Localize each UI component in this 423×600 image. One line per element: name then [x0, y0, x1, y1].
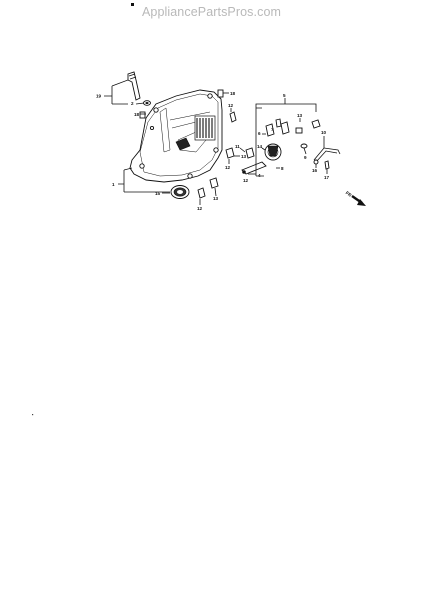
callout-13-bottom: 13 — [213, 196, 219, 201]
scan-mark — [131, 3, 134, 6]
flange-bolts — [197, 111, 237, 199]
scan-mark — [32, 414, 34, 416]
callout-17: 17 — [324, 175, 330, 180]
governor-shaft — [313, 147, 341, 170]
callout-15: 15 — [155, 191, 161, 196]
callout-13-right: 13 — [297, 113, 303, 118]
plug — [139, 89, 224, 119]
front-direction-arrow — [351, 195, 366, 206]
front-label: FR — [345, 190, 353, 198]
callout-1: 1 — [112, 182, 115, 187]
callout-6: 6 — [258, 131, 261, 136]
callout-12-upper: 12 — [228, 103, 234, 108]
callout-12-bottom: 12 — [197, 206, 203, 211]
callout-19: 19 — [96, 94, 102, 99]
callout-8: 8 — [281, 166, 284, 171]
callout-9: 9 — [304, 155, 307, 160]
callout-4: 4 — [258, 173, 261, 178]
callout-14: 14 — [257, 144, 263, 149]
callout-11: 11 — [235, 144, 240, 149]
callout-13-mid: 13 — [241, 154, 247, 159]
callout-12-arm: 12 — [243, 178, 249, 183]
callout-2: 2 — [131, 101, 134, 106]
callout-5: 5 — [283, 93, 286, 98]
crankcase-cover — [129, 89, 223, 183]
governor-assembly — [241, 118, 321, 175]
callout-18-right: 18 — [230, 91, 236, 96]
watermark: AppliancePartsPros.com — [141, 5, 282, 19]
crankcase-rib-block — [194, 115, 216, 141]
callout-12-mid: 12 — [225, 165, 231, 170]
callout-labels: 19 2 18 18 1 15 12 13 12 12 13 5 6 7 4 8… — [96, 91, 353, 211]
callout-10: 10 — [321, 130, 327, 135]
leader-lines — [104, 79, 328, 205]
callout-18-left: 18 — [134, 112, 140, 117]
callout-7: 7 — [271, 127, 274, 132]
oil-seal — [170, 185, 190, 199]
callout-16: 16 — [312, 168, 318, 173]
